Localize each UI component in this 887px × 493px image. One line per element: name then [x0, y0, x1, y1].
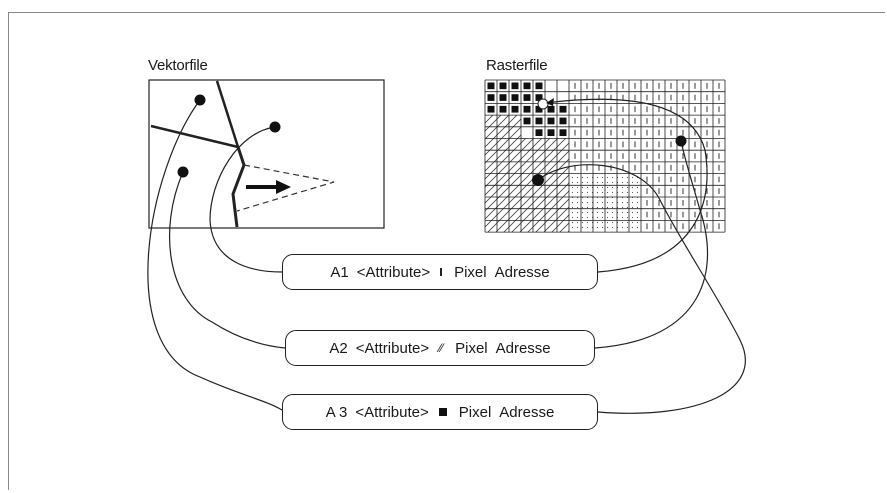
hatch-icon: ⁄⁄ [439, 341, 444, 355]
marker-dots [177, 94, 687, 186]
record-a2-pixel: Pixel [455, 339, 488, 357]
record-a1-address: Adresse [494, 263, 550, 281]
vector-file-panel [148, 79, 385, 229]
record-a3-name: A 3 [325, 403, 348, 421]
record-a1: A1 <Attribute> Pixel Adresse [282, 254, 598, 290]
square-icon [438, 408, 447, 416]
tick-icon [440, 268, 443, 276]
record-a3-attribute: <Attribute> [355, 403, 429, 421]
record-a3-address: Adresse [499, 403, 555, 421]
record-a2-address: Adresse [495, 339, 551, 357]
record-a1-attribute: <Attribute> [356, 263, 431, 281]
record-a2: A2 <Attribute> ⁄⁄ Pixel Adresse [285, 330, 595, 366]
connector-lines [147, 98, 746, 414]
record-a2-name: A2 [329, 339, 348, 357]
arrow-head [546, 98, 554, 106]
record-a2-attribute: <Attribute> [355, 339, 430, 357]
raster-file-label: Rasterfile [486, 57, 548, 74]
record-a3: A 3 <Attribute> Pixel Adresse [282, 394, 598, 430]
vector-file-label: Vektorfile [148, 57, 208, 74]
record-a1-pixel: Pixel [454, 263, 487, 281]
raster-file-panel [484, 79, 726, 233]
highlight-dot [537, 98, 549, 110]
figure-frame [8, 12, 885, 490]
record-a1-name: A1 [330, 263, 349, 281]
record-a3-pixel: Pixel [458, 403, 492, 421]
